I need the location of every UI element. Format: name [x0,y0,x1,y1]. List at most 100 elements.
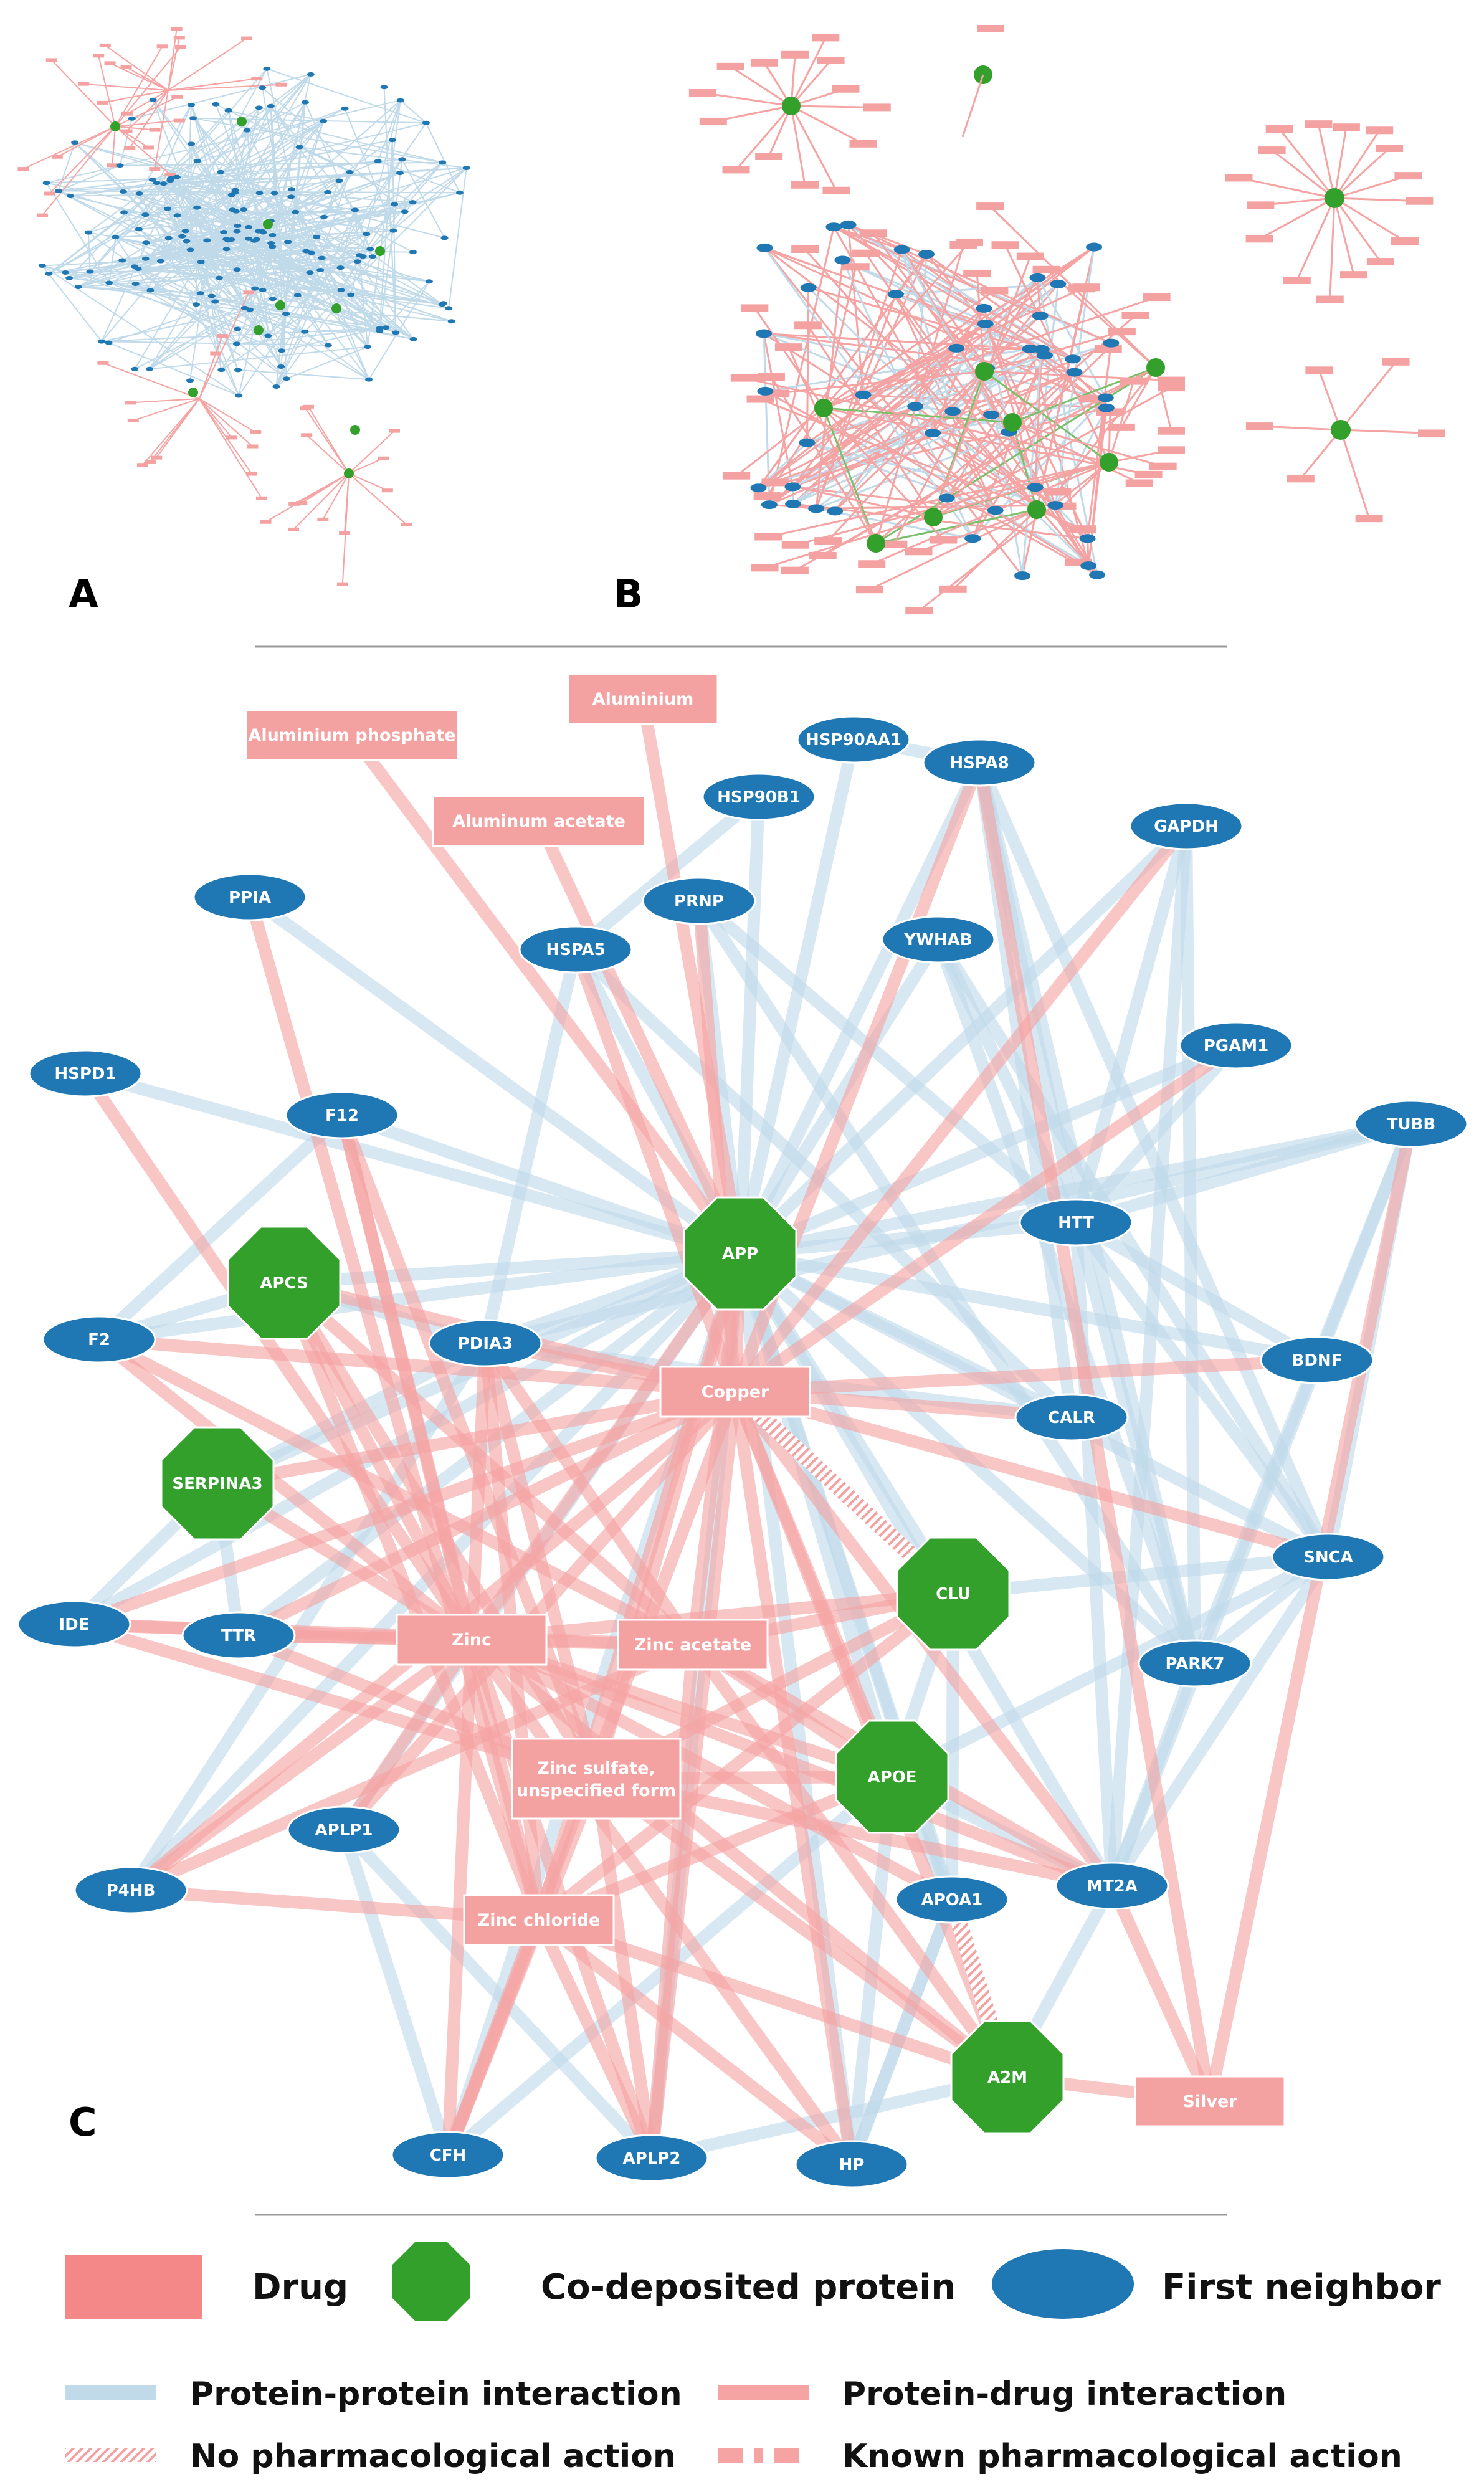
pdi-edge-zinc_acetate-apcs [280,1278,697,1650]
thumb-b-drug [781,566,809,574]
node-hp[interactable]: HP [794,2140,909,2189]
node-pgam1[interactable]: PGAM1 [1179,1021,1293,1070]
node-hspa5[interactable]: HSPA5 [518,925,633,974]
node-ide[interactable]: IDE [17,1600,131,1648]
thumb-a-drug-edge [105,45,169,91]
thumb-b-node [983,410,1000,419]
ellipse-shape [1260,1336,1374,1384]
node-silver[interactable]: Silver [1134,2075,1286,2128]
node-pdia3[interactable]: PDIA3 [428,1319,543,1367]
thumb-b-node [834,255,851,265]
node-aplp2[interactable]: APLP2 [594,2134,709,2182]
node-tubb[interactable]: TUBB [1354,1100,1468,1148]
thumb-a-node [447,319,455,324]
thumb-a-node [196,291,204,296]
thumb-a-edge [266,69,311,273]
node-calr[interactable]: CALR [1014,1393,1129,1442]
thumb-b-drug [880,540,908,548]
thumb-b-node [1066,368,1083,377]
node-mt2a[interactable]: MT2A [1055,1862,1169,1910]
pdi-edge-zinc-hp [466,1636,857,2168]
node-aluminum-acetate[interactable]: Aluminum acetate [432,795,646,847]
node-hsp90b1[interactable]: HSP90B1 [702,773,816,821]
node-cfh[interactable]: CFH [391,2131,505,2179]
node-prnp[interactable]: PRNP [642,877,756,925]
node-zinc-sulfate[interactable]: Zinc sulfate,unspecified form [511,1738,682,1820]
node-aplp1[interactable]: APLP1 [287,1805,401,1854]
ellipse-shape [702,773,816,821]
node-park7[interactable]: PARK7 [1138,1639,1252,1688]
thumb-a-node [307,72,315,77]
thumb-b-drug-edge [823,407,1149,476]
thumb-a-node [222,247,231,252]
thumb-a-node [267,103,275,108]
thumb-a-node [42,181,50,186]
thumb-a-drug-edge [348,430,395,474]
node-serpina3[interactable]: SERPINA3 [160,1426,275,1541]
node-gapdh[interactable]: GAPDH [1129,802,1244,850]
thumb-a-drug-edge [49,126,116,194]
thumb-a-node [341,106,349,111]
thumb-b-drug [755,152,783,160]
node-zinc-chloride[interactable]: Zinc chloride [463,1894,615,1946]
thumb-b-node [987,506,1004,515]
ellipse-shape [42,1315,156,1364]
thumb-a-drug [99,43,111,47]
thumb-b-drug [781,541,809,549]
node-a2m[interactable]: A2M [950,2020,1065,2134]
node-snca[interactable]: SNCA [1271,1533,1386,1581]
node-aluminium[interactable]: Aluminium [567,673,719,725]
node-htt[interactable]: HTT [1019,1198,1133,1247]
node-hsp90aa1[interactable]: HSP90AA1 [796,715,911,764]
node-p4hb[interactable]: P4HB [74,1866,188,1914]
node-ttr[interactable]: TTR [181,1611,296,1660]
node-ppia[interactable]: PPIA [193,873,307,921]
thumb-b-codeposit [1331,420,1351,440]
node-label: APLP1 [315,1821,373,1840]
thumb-a-node [67,194,75,199]
thumb-b-edge [833,226,1042,350]
node-hspd1[interactable]: HSPD1 [28,1049,143,1098]
drug-box [463,1894,615,1946]
thumb-a-node [116,163,124,168]
thumb-b-drug [791,181,819,189]
node-aluminium-phosphate[interactable]: Aluminium phosphate [245,709,459,761]
thumb-a-node [380,85,388,90]
node-apoa1[interactable]: APOA1 [895,1875,1009,1924]
thumb-a-edge [138,255,363,270]
ppi-edge-app-hsp90aa1 [734,738,860,1255]
node-ywhab[interactable]: YWHAB [881,915,996,964]
node-clu[interactable]: CLU [896,1536,1011,1651]
node-hspa8[interactable]: HSPA8 [922,738,1037,787]
thumb-b-codeposit [1146,358,1165,377]
thumb-b-codeposit [782,97,801,115]
thumb-a-edge [341,289,442,305]
node-f2[interactable]: F2 [42,1315,156,1364]
thumb-b-drug-edge [791,105,864,145]
ellipse-shape [518,925,633,974]
thumb-a-drug-edge [348,473,407,525]
thumb-a-drug [120,65,132,69]
ellipse-shape [796,715,911,764]
pdi-edge-zinc_sulfate-pdia3 [479,1341,602,1781]
node-app[interactable]: APP [683,1196,797,1311]
node-zinc-acetate[interactable]: Zinc acetate [617,1619,769,1671]
thumb-b-node [1047,501,1064,510]
thumb-a-node [324,343,332,348]
thumb-b-edge [984,323,1010,432]
legend-pdi-label: Protein-drug interaction [842,2375,1287,2413]
thumb-a-codeposit [275,300,285,310]
node-zinc[interactable]: Zinc [396,1614,548,1666]
node-bdnf[interactable]: BDNF [1260,1336,1374,1384]
thumb-b-drug [1032,265,1060,273]
thumb-b-drug [822,186,850,194]
node-apoe[interactable]: APOE [835,1719,949,1834]
thumb-a-codeposit [263,219,273,229]
thumb-a-edge [286,346,368,379]
thumb-a-edge [290,100,401,197]
thumb-a-edge [369,167,467,250]
node-copper[interactable]: Copper [659,1366,811,1418]
node-apcs[interactable]: APCS [227,1225,341,1340]
node-f12[interactable]: F12 [285,1091,399,1139]
thumb-a-drug [136,463,148,467]
